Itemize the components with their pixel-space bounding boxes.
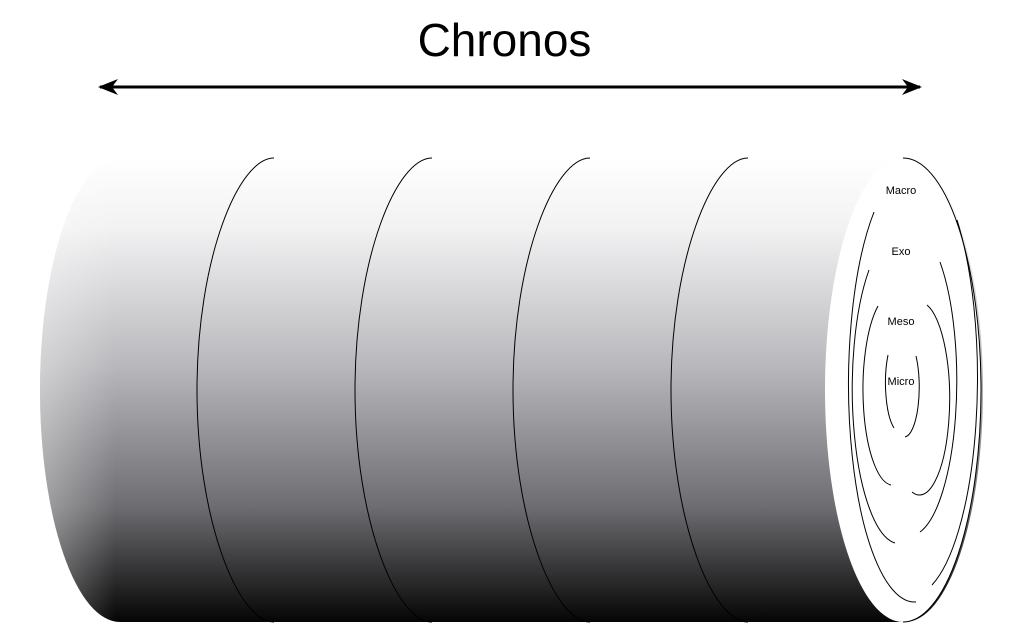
segment-divider <box>670 157 749 623</box>
segment-dividers <box>196 157 749 623</box>
meso-label: Meso <box>888 316 915 328</box>
cylinder-body <box>40 158 983 622</box>
segment-divider <box>354 157 433 623</box>
cylinder-end-face: Macro Exo Meso Micro <box>825 157 982 623</box>
diagram-title: Chronos <box>417 14 592 66</box>
segment-divider <box>196 157 275 623</box>
macro-label: Macro <box>886 185 917 197</box>
exo-label: Exo <box>892 246 911 258</box>
micro-ring <box>884 354 920 438</box>
segment-divider <box>512 157 591 623</box>
meso-ring <box>862 304 951 496</box>
exo-ring <box>851 261 958 544</box>
micro-label: Micro <box>888 376 915 388</box>
macro-ring <box>848 211 978 603</box>
